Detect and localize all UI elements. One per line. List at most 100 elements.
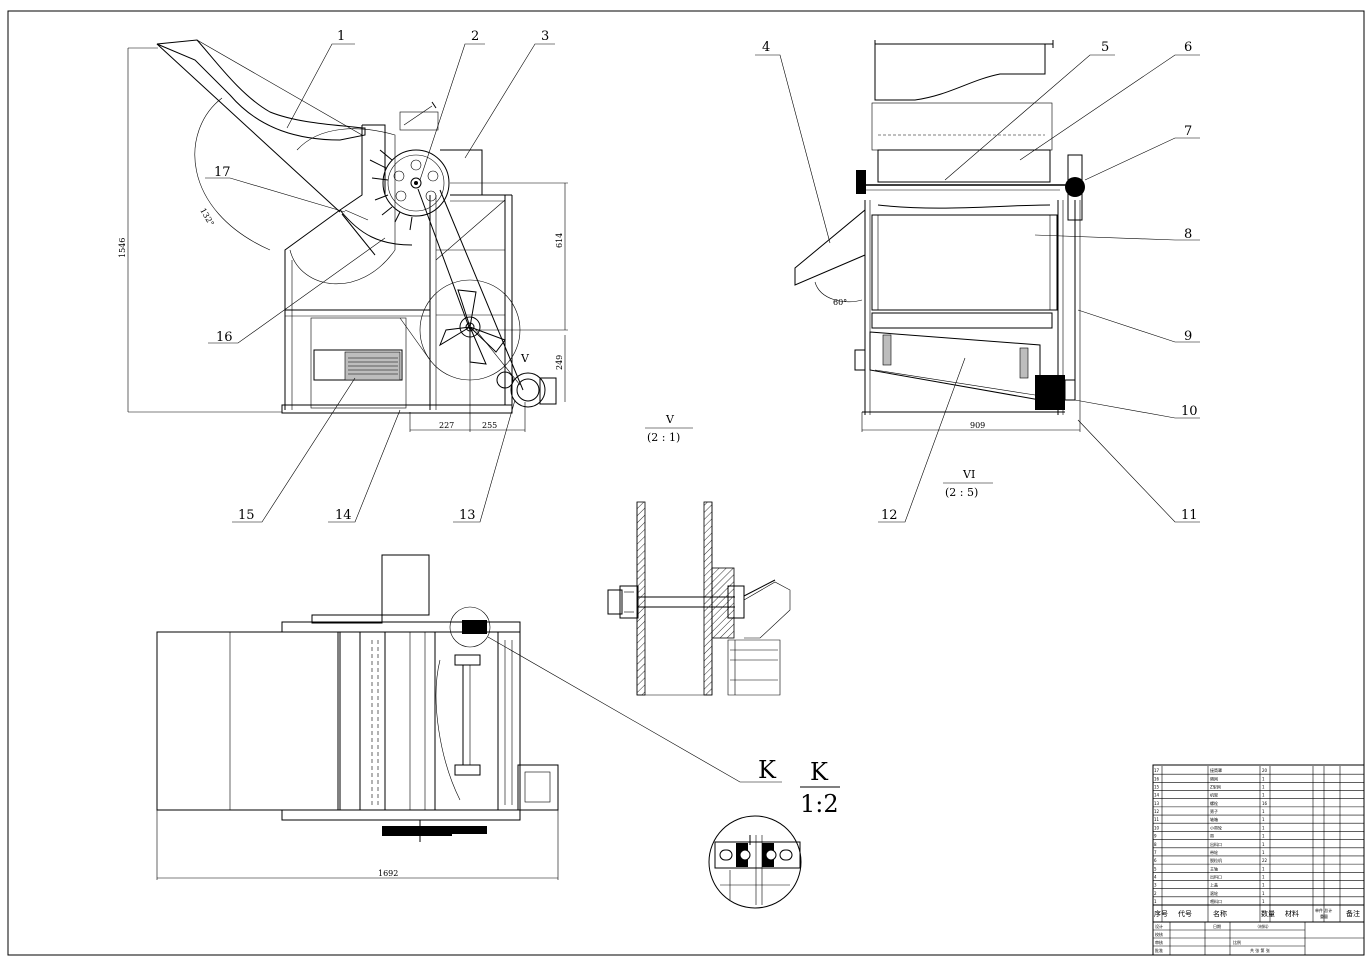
parts-row: 5 主轴 1	[1154, 865, 1265, 871]
threshing-rotor	[382, 149, 450, 217]
parts-row-name: 喂料口	[1210, 898, 1222, 904]
callout-2: 2	[471, 29, 479, 44]
parts-row-qty: 1	[1262, 785, 1265, 790]
bracket-section	[711, 567, 735, 639]
parts-row-name: 脱粒机	[1210, 857, 1222, 863]
dim-255: 255	[482, 421, 497, 430]
tb-row-review: 审核	[1155, 939, 1163, 945]
dim-1546: 1546	[118, 238, 127, 258]
parts-row-name: 轴箱	[1210, 816, 1218, 822]
detail-k-circle	[449, 606, 491, 648]
top-feed-tray	[156, 631, 341, 811]
parts-row-name: 小带轮	[1210, 824, 1222, 830]
parts-row-no: 12	[1154, 809, 1160, 814]
front-view: 60° 909	[794, 40, 1085, 432]
parts-row-no: 10	[1154, 825, 1160, 830]
detail-v	[607, 501, 791, 696]
tb-row-approve: 批准	[1155, 947, 1163, 953]
parts-row-qty: 1	[1262, 825, 1265, 830]
parts-row-no: 15	[1154, 785, 1160, 790]
callout-1: 1	[337, 29, 345, 44]
callout-8: 8	[1184, 227, 1192, 242]
tb-col-code: 代号	[1178, 909, 1192, 918]
parts-row-name: 主轴	[1210, 865, 1218, 871]
top-motor	[517, 764, 559, 811]
parts-row-qty: 1	[1262, 874, 1265, 879]
parts-row-no: 7	[1154, 850, 1157, 855]
tb-date: 日期	[1213, 923, 1221, 929]
tb-material-note: （材料）	[1255, 923, 1271, 929]
discharge-chute	[794, 208, 866, 286]
callout-13: 13	[459, 508, 476, 523]
marker-v: V	[520, 352, 530, 365]
tb-col-no: 序号	[1154, 909, 1168, 918]
parts-row: 10 小带轮 1	[1154, 824, 1265, 830]
parts-row-qty: 1	[1262, 809, 1265, 814]
tb-col-weight: 单件 总计	[1315, 907, 1332, 913]
top-view: 1692 K	[156, 554, 782, 880]
tube-wall-right	[703, 501, 713, 696]
detail-k: K 1:2	[708, 758, 840, 909]
parts-row-name: 机架	[1210, 792, 1218, 798]
parts-row-qty: 1	[1262, 866, 1265, 871]
hopper-swing-arc	[194, 97, 271, 251]
parts-row-no: 14	[1154, 793, 1160, 798]
front-housing	[871, 102, 1053, 151]
tube-wall-left	[636, 501, 646, 696]
callout-14: 14	[335, 508, 352, 523]
parts-row-no: 3	[1154, 883, 1157, 888]
detail-k-view	[708, 815, 802, 909]
machine-frame-base	[281, 404, 513, 414]
front-view-callouts: 4 5 6 7 8 9 10 11 12	[755, 40, 1200, 523]
tb-row-design: 设计	[1155, 923, 1163, 929]
parts-row-qty: 1	[1262, 834, 1265, 839]
parts-row: 9 带 1	[1154, 834, 1265, 839]
parts-row-no: 5	[1154, 866, 1157, 871]
sieve-box	[310, 317, 407, 409]
parts-row-no: 1	[1154, 899, 1157, 904]
threshing-teeth-row	[359, 631, 386, 811]
bolt-head	[607, 589, 623, 615]
tb-col-name: 名称	[1213, 909, 1227, 918]
parts-row-name: 隔网	[1210, 775, 1218, 781]
parts-row-name: 带	[1210, 834, 1214, 839]
sieve-screen	[869, 331, 1041, 401]
drum-cover-arc	[289, 128, 396, 285]
parts-row-no: 13	[1154, 801, 1160, 806]
parts-row-no: 9	[1154, 834, 1157, 839]
parts-row-no: 8	[1154, 842, 1157, 847]
parts-row-name: 上盖	[1210, 882, 1218, 888]
view-vi-name: VI	[962, 468, 975, 481]
detail-v-scale: (2 : 1)	[647, 431, 680, 444]
tb-col-weight-sub: 重量	[1320, 913, 1328, 919]
tb-sheet: 共 张 第 张	[1250, 947, 1270, 953]
angle-60: 60°	[833, 298, 847, 307]
tb-col-remark: 备注	[1346, 909, 1360, 918]
tb-col-material: 材料	[1285, 909, 1299, 918]
parts-row-name: 带轮	[1210, 849, 1218, 855]
parts-row-no: 16	[1154, 776, 1160, 781]
side-view: 1546 614 249 227 255 132° V	[118, 39, 568, 432]
parts-row: 3 上盖 1	[1154, 882, 1265, 888]
concave-screen	[339, 209, 413, 246]
parts-row-no: 2	[1154, 891, 1157, 896]
drive-belt-1	[417, 188, 471, 331]
callout-16: 16	[216, 330, 233, 345]
parts-row-qty: 1	[1262, 793, 1265, 798]
parts-row-qty: 1	[1262, 883, 1265, 888]
outlet-body	[871, 214, 1058, 311]
tb-scale: 比例	[1233, 939, 1241, 945]
callout-11: 11	[1181, 508, 1198, 523]
parts-row-no: 17	[1154, 768, 1160, 773]
front-hopper	[874, 42, 1046, 101]
callout-17: 17	[214, 165, 231, 180]
